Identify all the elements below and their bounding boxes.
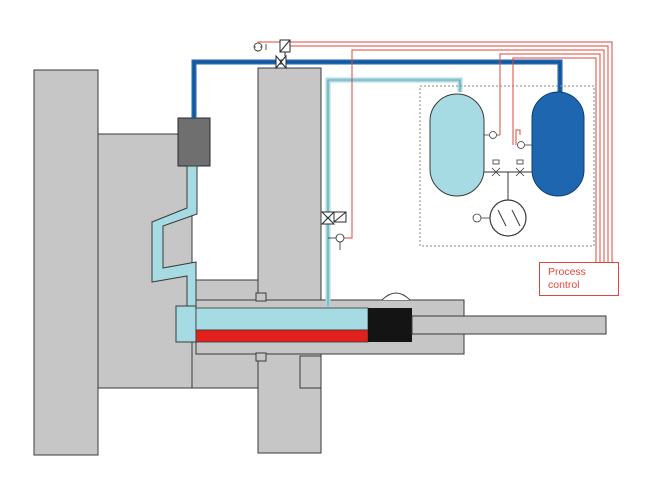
water-in-barrel: [195, 307, 369, 331]
water-pressure-sensor-icon: [328, 233, 345, 250]
melt-in-barrel: [195, 329, 369, 343]
gas-tank: [531, 91, 585, 197]
mold-half-left: [97, 133, 193, 389]
compressor-icon: [489, 199, 527, 237]
pressure-sensor-icon: [517, 141, 525, 149]
nozzle-tip: [175, 305, 197, 343]
gas-valve-icon: [275, 39, 291, 70]
gas-line: [191, 59, 563, 118]
barrel-dip: [381, 292, 411, 301]
gauge-icon: [472, 213, 482, 223]
barrel-flange-top: [255, 292, 267, 302]
piston: [368, 308, 412, 342]
pressure-sensor-icon: [489, 131, 497, 139]
moving-platen: [257, 67, 322, 454]
plunger-rod: [411, 315, 607, 335]
process-control-box: Process control: [539, 262, 619, 296]
gas-pressure-sensor-icon: [253, 42, 267, 52]
barrel-flange-bottom: [255, 352, 267, 362]
valve-icon: [491, 159, 525, 177]
water-tank: [429, 93, 485, 197]
water-valve-icon: [320, 211, 347, 225]
mold-step: [299, 355, 322, 389]
supply-unit-enclosure: [419, 85, 595, 247]
process-control-label: Process control: [548, 266, 586, 291]
gas-injector-block: [177, 117, 211, 167]
fixed-platen: [33, 69, 99, 456]
